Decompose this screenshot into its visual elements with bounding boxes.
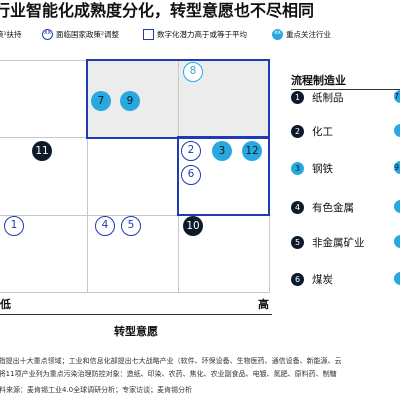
sidebar-item-label: 煤炭 bbox=[312, 273, 333, 286]
grid-line-row-2 bbox=[0, 215, 270, 216]
sidebar-right-marker bbox=[394, 272, 400, 285]
highlight-box-middle bbox=[177, 136, 270, 216]
footnote-2: 2 将11项产业列为重点污染治理防控对象：造纸、印染、农药、焦化、农业副食品、电… bbox=[0, 370, 337, 378]
highlight-box-top bbox=[86, 59, 270, 139]
industry-point-1: 1 bbox=[4, 216, 24, 236]
industry-point-4: 4 bbox=[95, 216, 115, 236]
industry-point-9: 9 bbox=[120, 91, 140, 111]
sidebar-item-number: 6 bbox=[291, 272, 304, 286]
sidebar-item-2: 2 化工 bbox=[291, 123, 333, 139]
industry-point-5: 5 bbox=[121, 216, 141, 236]
sidebar-item-number: 1 bbox=[291, 90, 304, 104]
filled-marker-icon bbox=[272, 28, 283, 40]
sidebar-item-number: 4 bbox=[291, 200, 304, 214]
x-axis-title: 转型意愿 bbox=[114, 325, 158, 338]
grid-line-col-1 bbox=[87, 60, 88, 292]
sidebar-right-marker bbox=[394, 200, 400, 213]
industry-point-8: 8 bbox=[183, 62, 203, 82]
industry-point-6: 6 bbox=[181, 165, 201, 185]
sidebar-divider bbox=[291, 89, 400, 90]
legend-focus-label: 重点关注行业 bbox=[286, 29, 331, 39]
legend-item-focus: 重点关注行业 bbox=[272, 27, 331, 41]
industry-point-12: 12 bbox=[242, 141, 262, 161]
sidebar-item-label: 非金属矿业 bbox=[312, 236, 365, 249]
legend-item-digital-potential: 数字化潜力高于或等于平均 bbox=[143, 27, 247, 41]
square-outline-icon bbox=[143, 28, 154, 40]
industry-point-3: 3 bbox=[212, 141, 232, 161]
source-note: 资料来源：麦肯锡工业4.0全球调研分析；专家访谈；麦肯锡分析 bbox=[0, 386, 193, 394]
sidebar-item-number: 5 bbox=[291, 235, 304, 249]
x-axis-high-label: 高 bbox=[258, 298, 269, 311]
page-title: 行业智能化成熟度分化，转型意愿也不尽相同 bbox=[0, 1, 315, 20]
sidebar-item-3: 3 钢铁 bbox=[291, 160, 333, 176]
legend-item-policy-adjust: 面临国家政策²调整 bbox=[42, 27, 119, 41]
sidebar-right-marker bbox=[394, 124, 400, 137]
sidebar-item-label: 钢铁 bbox=[312, 162, 333, 175]
legend-item-policy-support: 策¹扶持 bbox=[0, 27, 22, 41]
sidebar-item-4: 4 有色金属 bbox=[291, 199, 354, 215]
sidebar-item-6: 6 煤炭 bbox=[291, 271, 333, 287]
sidebar-item-5: 5 非金属矿业 bbox=[291, 234, 365, 250]
footnote-1: 1 指提出十大重点领域；工业和信息化部提出七大战略产业（软件、环保设备、生物医药… bbox=[0, 357, 342, 365]
legend-policy-adjust-label: 面临国家政策²调整 bbox=[56, 29, 120, 39]
industry-point-2: 2 bbox=[181, 141, 201, 161]
industry-point-7: 7 bbox=[91, 91, 111, 111]
industry-point-10: 10 bbox=[183, 216, 203, 236]
industry-point-11: 11 bbox=[32, 141, 52, 161]
x-axis-low-label: 低 bbox=[0, 298, 11, 311]
sidebar-item-label: 有色金属 bbox=[312, 201, 354, 214]
sidebar-item-1: 1 纸制品 bbox=[291, 89, 344, 105]
sidebar-item-number: 2 bbox=[291, 124, 304, 138]
sidebar-right-marker: 9 bbox=[394, 161, 400, 174]
sidebar-item-number: 3 bbox=[291, 161, 304, 175]
legend-digital-potential-label: 数字化潜力高于或等于平均 bbox=[157, 29, 247, 39]
sidebar-right-marker: 7 bbox=[394, 90, 400, 103]
sidebar-item-label: 纸制品 bbox=[312, 91, 344, 104]
sidebar-right-marker bbox=[394, 235, 400, 248]
sidebar-item-label: 化工 bbox=[312, 125, 333, 138]
ring-marker-icon bbox=[42, 28, 53, 40]
sidebar-title: 流程制造业 bbox=[291, 74, 346, 87]
grid-line-bottom bbox=[0, 292, 270, 293]
x-axis-line bbox=[0, 314, 272, 315]
legend-policy-support-label: 策¹扶持 bbox=[0, 29, 22, 39]
